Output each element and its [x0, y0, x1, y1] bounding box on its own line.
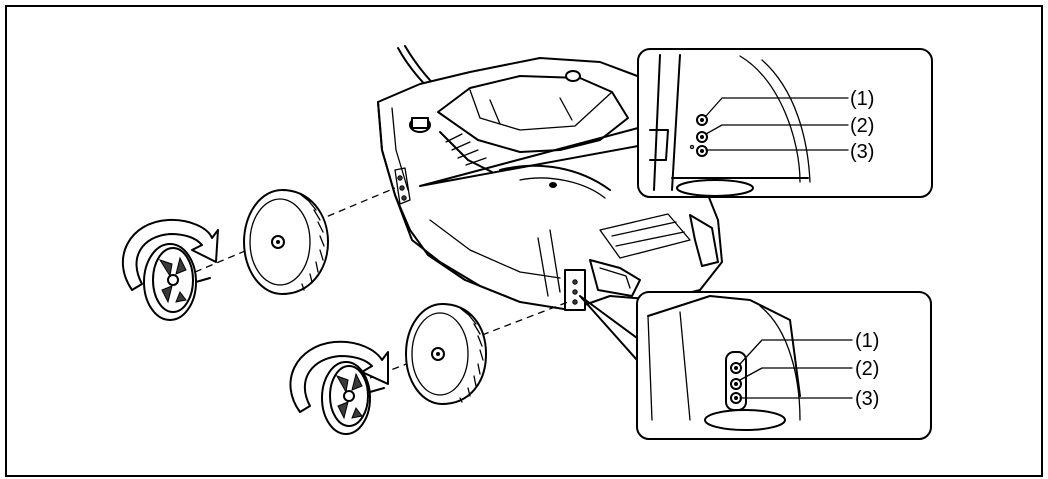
rear-wheel-assembly [121, 187, 396, 321]
rear-height-detail-callout: (1) (2) (3) [419, 48, 933, 198]
front-wheel [405, 303, 487, 405]
figure-frame [5, 5, 1043, 477]
front-height-detail-callout: (1) (2) (3) [579, 291, 932, 440]
front-hubcap [321, 361, 385, 435]
rear-callout-label-3: (3) [850, 141, 874, 163]
front-callout-label-2: (2) [855, 358, 879, 380]
rear-wheel [243, 189, 329, 295]
rear-callout-label-2: (2) [850, 115, 874, 137]
front-callout-label-1: (1) [855, 330, 879, 352]
lawnmower-body [377, 45, 723, 311]
rear-callout-label-1: (1) [850, 88, 874, 110]
front-callout-label-3: (3) [855, 388, 879, 410]
front-wheel-assembly [289, 301, 569, 435]
front-callout-pointer [579, 295, 638, 361]
front-rotation-arrow-icon [289, 340, 389, 413]
rear-rotation-arrow-icon [121, 218, 219, 291]
rear-callout-pointer [419, 127, 639, 187]
rear-hubcap [143, 243, 211, 321]
